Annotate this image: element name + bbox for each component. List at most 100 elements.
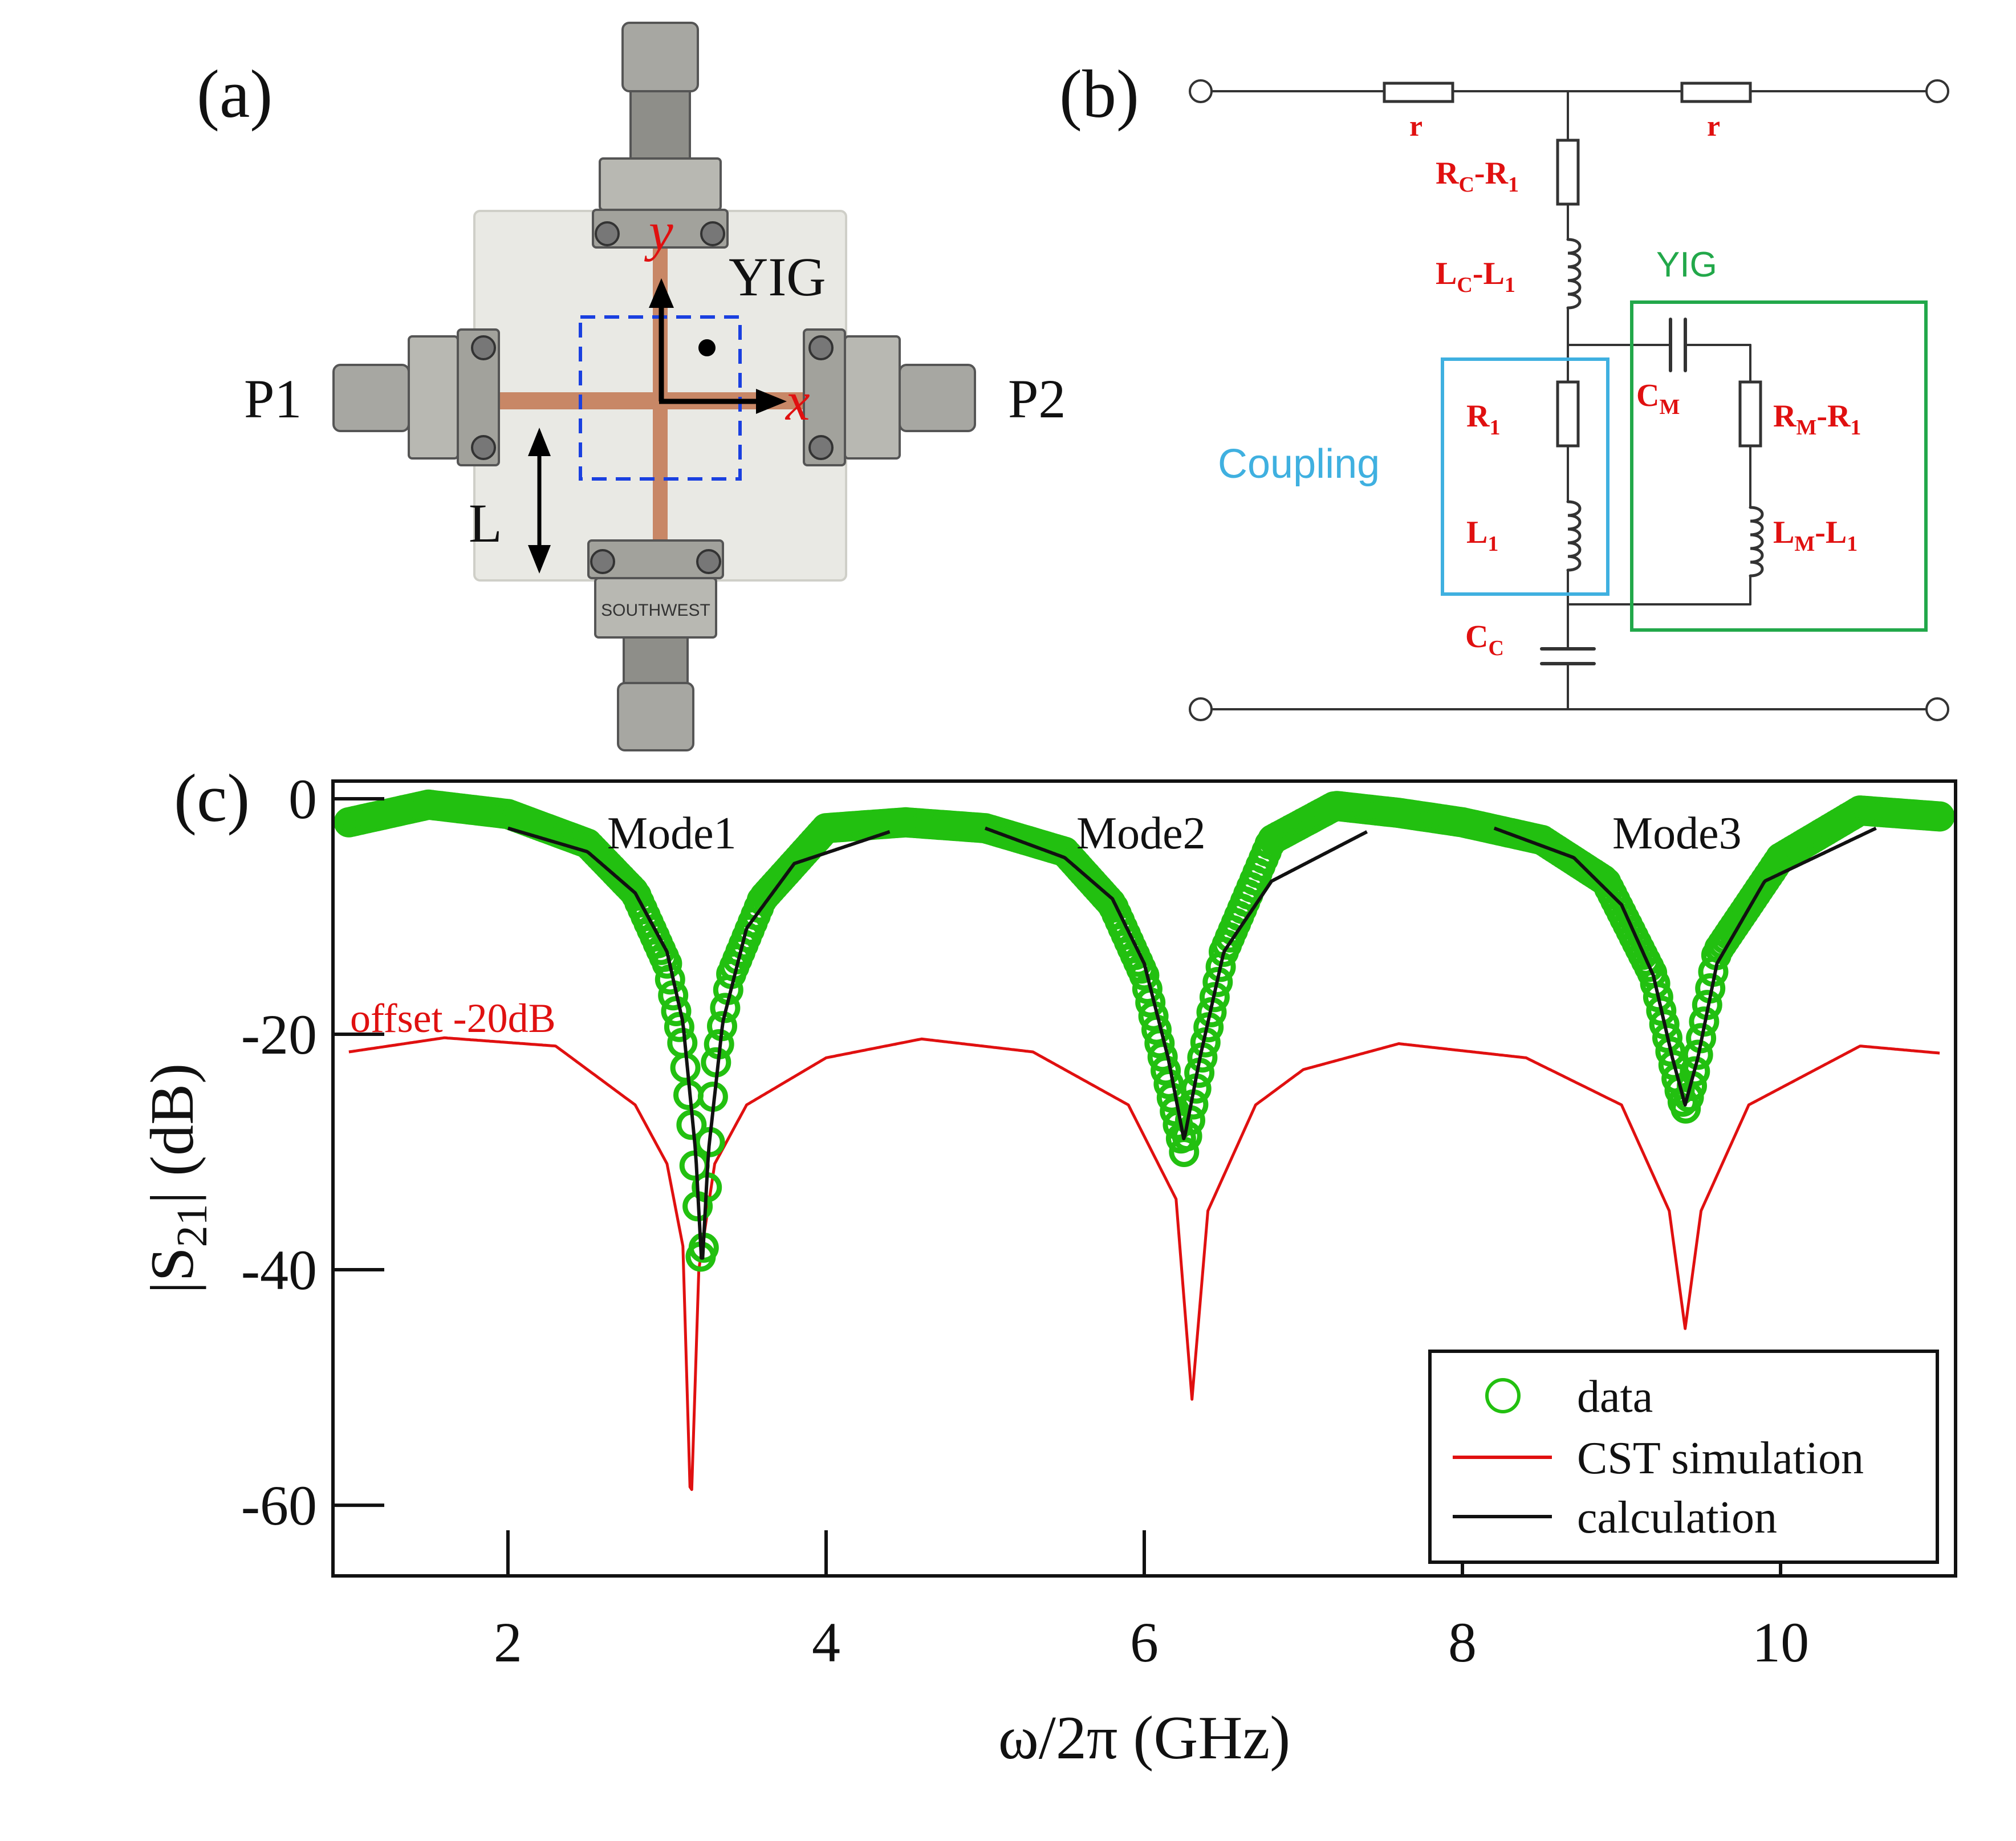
trace-horizontal (445, 392, 855, 409)
yig-label-a: YIG (729, 246, 826, 307)
label-rm-r1-main: R (1773, 399, 1796, 434)
port-2-label: P2 (1008, 368, 1066, 429)
legend-label-calc: calculation (1577, 1493, 1777, 1543)
label-cc: CC (1465, 619, 1504, 660)
series-data (334, 789, 1955, 1272)
annotation-offset: offset -20dB (350, 995, 556, 1041)
x-axis-label: ω/2π (GHz) (998, 1704, 1290, 1772)
port-1-label: P1 (244, 368, 302, 429)
y-tick-label: -20 (241, 1003, 317, 1066)
y-axis-label-sub: 21 (168, 1204, 216, 1247)
data-point (1202, 966, 1233, 997)
series-calculation-segment-1 (507, 826, 891, 1260)
y-tick-label: 0 (288, 767, 317, 831)
label-rm-r1-mid: -R (1816, 399, 1851, 434)
axis-label-x: x (785, 371, 810, 432)
panel-a: (a) SOUTHWEST (197, 22, 1066, 751)
label-rc-r1-main: R (1436, 156, 1459, 191)
label-lc-l1-mid: -L (1473, 256, 1505, 291)
label-r-right: r (1707, 110, 1720, 143)
x-tick-label: 10 (1752, 1611, 1809, 1674)
connector-right (803, 328, 976, 466)
label-r1: R1 (1466, 399, 1500, 440)
data-point (664, 1011, 694, 1042)
coupling-box (1441, 357, 1609, 596)
label-l1-main: L (1466, 515, 1487, 550)
inductor-lm-l1 (1749, 506, 1764, 578)
x-tick-label: 8 (1448, 1611, 1477, 1674)
data-point (1640, 968, 1670, 999)
resistor-r-left (1383, 82, 1454, 103)
label-l1-sub: 1 (1487, 532, 1498, 556)
data-point (1652, 1022, 1682, 1053)
data-point (1686, 1023, 1717, 1054)
series-calculation-segment-2 (984, 826, 1368, 1140)
label-r1-main: R (1466, 399, 1490, 434)
label-r1-sub: 1 (1489, 416, 1500, 440)
panel-a-label: (a) (197, 56, 273, 132)
terminal-top-left (1189, 79, 1213, 103)
data-point (1643, 982, 1673, 1013)
annotation-mode2: Mode2 (1076, 808, 1206, 859)
label-cm-sub: M (1659, 395, 1680, 419)
x-tick-label: 6 (1130, 1611, 1159, 1674)
inductor-l1 (1566, 500, 1582, 572)
data-point (1924, 801, 1955, 832)
panel-b: (b) r r (1059, 56, 1949, 721)
series-cst-simulation (348, 1036, 1940, 1492)
label-cm-main: C (1636, 378, 1659, 413)
connector-top (592, 22, 729, 249)
resistor-r-right (1680, 82, 1752, 103)
label-rc-r1-sub2: 1 (1508, 173, 1519, 197)
y-axis-label: |S21| (dB) (139, 1063, 216, 1294)
label-cc-sub: C (1488, 636, 1503, 660)
length-label: L (469, 493, 502, 554)
label-cm: CM (1636, 378, 1680, 419)
data-point (1151, 1055, 1181, 1086)
legend: data CST simulation calculation (1428, 1350, 1939, 1564)
data-point (1649, 1009, 1680, 1039)
label-coupling: Coupling (1218, 441, 1380, 487)
label-lc-l1-sub: C (1457, 273, 1472, 297)
y-axis-label-main: |S (139, 1247, 206, 1294)
panel-c-label: (c) (174, 760, 250, 836)
panel-b-label: (b) (1059, 56, 1139, 132)
plot-area (334, 789, 1955, 1492)
x-arrow-head (756, 389, 787, 414)
label-lm-l1-mid: -L (1815, 515, 1847, 550)
label-rc-r1-mid: -R (1474, 156, 1509, 191)
label-lm-l1-sub: M (1794, 532, 1815, 556)
label-yig-b: YIG (1656, 245, 1717, 285)
data-point (1199, 982, 1230, 1013)
data-point (667, 1027, 698, 1058)
annotation-mode1: Mode1 (607, 808, 737, 859)
x-tick-label: 4 (812, 1611, 840, 1674)
data-point (1646, 995, 1677, 1026)
data-point (1153, 1068, 1184, 1099)
label-lm-l1: LM-L1 (1773, 515, 1858, 556)
inductor-lc-l1 (1566, 238, 1582, 310)
resistor-rm-r1 (1738, 380, 1762, 448)
data-point (1682, 1039, 1713, 1070)
series-calculation-segment-3 (1493, 826, 1877, 1107)
resistor-rc-r1 (1556, 139, 1580, 206)
y-tick-label: -40 (241, 1238, 317, 1302)
yig-sphere (698, 339, 716, 356)
connector-bottom: SOUTHWEST (587, 539, 724, 751)
yig-box (1630, 300, 1928, 632)
label-rm-r1-sub2: 1 (1850, 416, 1861, 440)
data-point (710, 993, 741, 1023)
label-lc-l1-main: L (1436, 256, 1457, 291)
resistor-r1 (1556, 380, 1580, 448)
label-lc-l1-sub2: 1 (1505, 273, 1515, 297)
data-point (1147, 1042, 1178, 1072)
length-arrow-head-up (528, 428, 551, 456)
x-tick-label: 2 (494, 1611, 522, 1674)
label-lm-l1-main: L (1773, 515, 1794, 550)
terminal-bottom-left (1189, 697, 1213, 721)
axis-label-y: y (644, 201, 673, 262)
legend-label-cst: CST simulation (1577, 1433, 1864, 1484)
y-axis-label-tail: | (dB) (139, 1063, 206, 1204)
